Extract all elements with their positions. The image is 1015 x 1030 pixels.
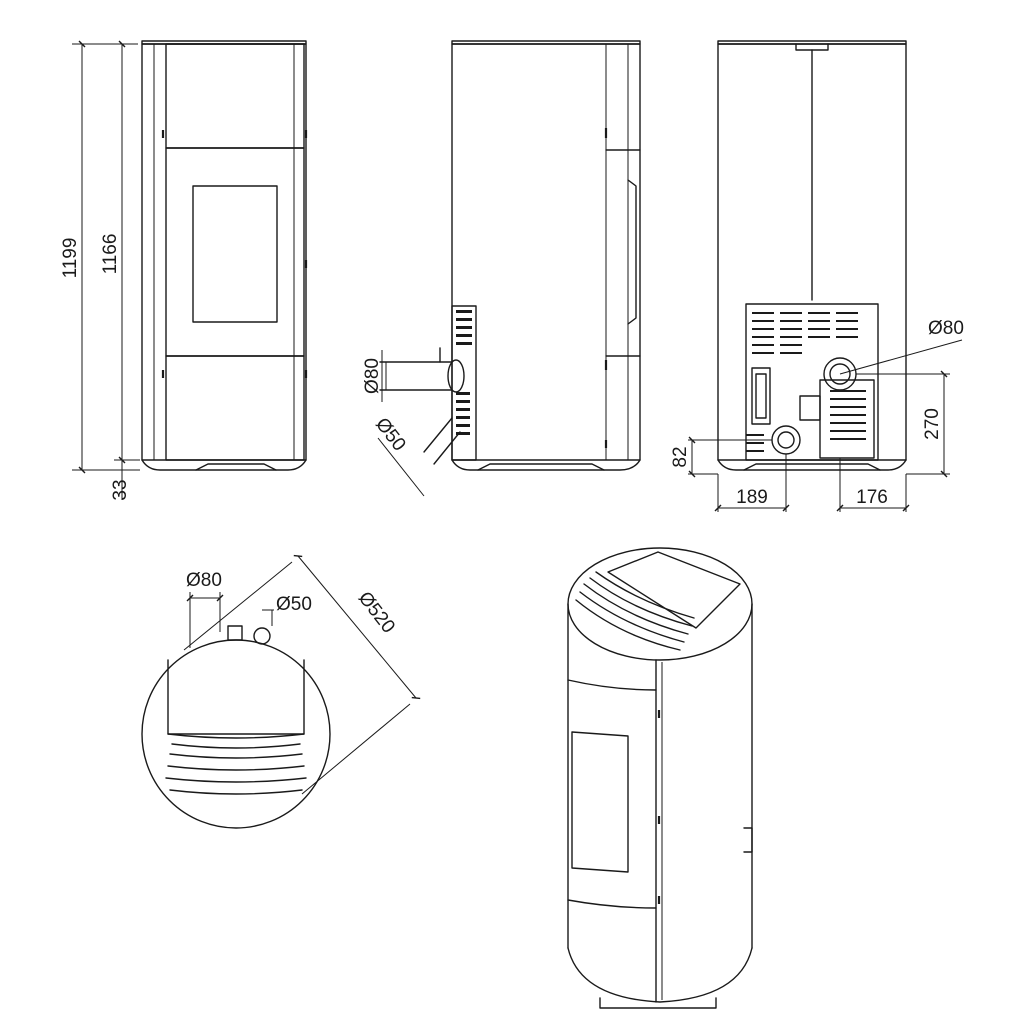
top-flue-diameter-label: Ø80: [186, 570, 222, 591]
side-view: Ø80 Ø50: [362, 40, 641, 497]
rear-flue-height-label: 270: [922, 408, 943, 440]
total-height-label: 1199: [60, 238, 81, 279]
side-air-diameter-label: Ø50: [371, 414, 410, 455]
top-air-diameter-label: Ø50: [276, 594, 312, 615]
side-flue-diameter-label: Ø80: [362, 358, 383, 394]
top-view: Ø80 Ø50 Ø520: [141, 554, 421, 829]
top-body-diameter-label: Ø520: [354, 588, 399, 638]
rear-view: Ø80 270 82 189 176: [670, 40, 964, 512]
rear-flue-offset-label: 176: [856, 487, 888, 508]
foot-height-label: 33: [110, 479, 131, 500]
body-height-label: 1166: [100, 234, 121, 275]
rear-flue-diameter-label: Ø80: [928, 318, 964, 339]
rear-air-offset-label: 189: [736, 487, 768, 508]
front-view: 1199 1166 33: [60, 40, 308, 501]
rear-air-height-label: 82: [670, 446, 691, 467]
perspective-view: [567, 547, 753, 1009]
